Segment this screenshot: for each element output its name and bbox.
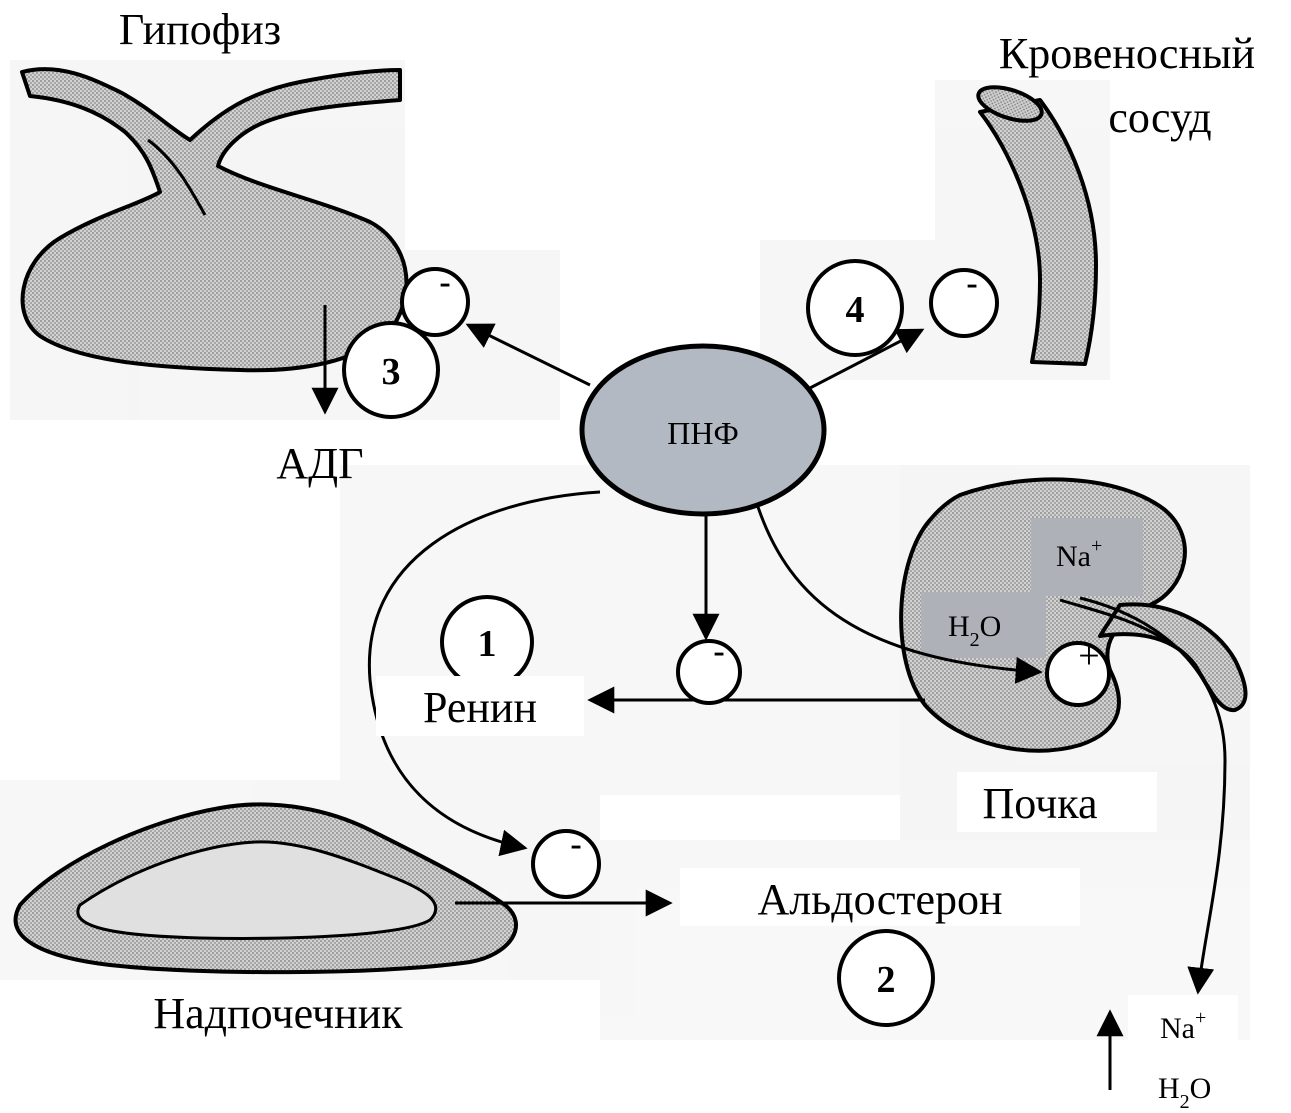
svg-text:-: - (570, 826, 581, 863)
marker-2: 2 (839, 931, 933, 1025)
renin-label: Ренин (423, 683, 537, 732)
aldosterone-label: Альдостерон (757, 875, 1002, 924)
kidney-label: Почка (982, 779, 1097, 828)
vessel-label-line2: сосуд (1108, 93, 1211, 142)
svg-text:2: 2 (877, 959, 896, 1001)
hypophysis-label: Гипофиз (119, 5, 281, 54)
vessel-label-line1: Кровеносный (999, 29, 1255, 78)
adrenal-label: Надпочечник (153, 989, 403, 1038)
kidney-h2o-box: H2O (921, 592, 1046, 658)
marker-1: 1 (442, 597, 532, 687)
marker-4: 4 (808, 261, 902, 355)
svg-text:-: - (439, 264, 450, 301)
pnf-node: ПНФ (582, 346, 824, 514)
svg-text:-: - (966, 265, 977, 302)
pnf-label: ПНФ (667, 415, 739, 451)
svg-text:+: + (1078, 635, 1099, 677)
adh-label: АДГ (276, 439, 363, 488)
kidney-na-box: Na+ (1031, 518, 1143, 596)
svg-text:4: 4 (846, 289, 865, 331)
svg-text:3: 3 (382, 351, 401, 393)
svg-text:-: - (713, 633, 724, 670)
svg-text:1: 1 (478, 623, 497, 665)
marker-3: 3 (344, 323, 438, 417)
